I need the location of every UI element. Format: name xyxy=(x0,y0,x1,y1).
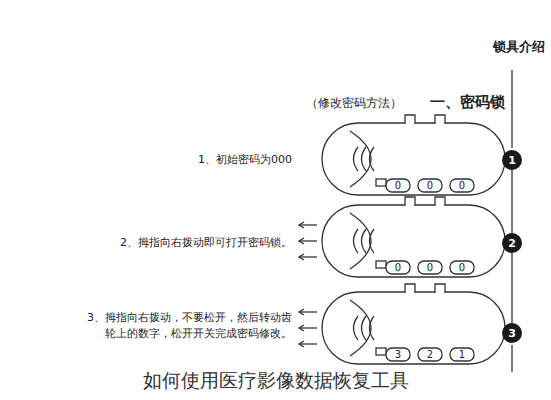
dial-wheel xyxy=(450,348,474,361)
step-circle: 3 xyxy=(502,323,522,343)
step-number: 3 xyxy=(508,327,516,340)
push-arrow-head xyxy=(299,325,304,331)
dial-digit: 0 xyxy=(422,261,438,274)
lock-cap xyxy=(350,300,371,356)
grip-arc xyxy=(370,316,375,340)
lock-body xyxy=(322,205,505,277)
dial-wheel xyxy=(386,348,410,361)
shackle-notch xyxy=(405,115,415,124)
step-circle: 1 xyxy=(502,150,522,170)
dial-wheel xyxy=(418,348,442,361)
dial-digit: 0 xyxy=(390,179,406,192)
grip-arc xyxy=(370,147,375,171)
step-text: 1、初始密码为000 xyxy=(150,152,292,167)
shackle-notch xyxy=(435,115,445,124)
dial-digit: 3 xyxy=(390,348,406,361)
connector xyxy=(512,170,513,233)
small-slot xyxy=(376,179,386,186)
grip-arc xyxy=(354,147,359,171)
section-subtitle: （修改密码方法） xyxy=(306,95,402,112)
step-number: 2 xyxy=(508,237,516,250)
small-slot xyxy=(376,348,386,355)
connector-line xyxy=(511,253,512,323)
lock-cap xyxy=(350,213,371,269)
push-arrow xyxy=(299,224,317,225)
dial-digit: 0 xyxy=(454,261,470,274)
push-arrow xyxy=(299,343,317,344)
lock-body xyxy=(322,123,505,195)
dial-digit: 0 xyxy=(454,179,470,192)
grip-arc xyxy=(354,229,359,253)
section-heading: 一、密码锁 xyxy=(430,93,505,112)
dial-digit: 1 xyxy=(454,348,470,361)
shackle-notch xyxy=(405,197,415,206)
push-arrow xyxy=(299,327,317,328)
step-text: 2、拇指向右拨动即可打开密码锁。 xyxy=(55,235,292,250)
push-arrow xyxy=(299,256,317,257)
shackle-notch xyxy=(405,284,415,293)
dial-digit: 2 xyxy=(422,348,438,361)
dial-digit: 0 xyxy=(390,261,406,274)
push-arrow-head xyxy=(299,254,304,260)
push-arrow-head xyxy=(299,341,304,347)
dial-wheel xyxy=(450,261,474,274)
push-arrow-head xyxy=(299,309,304,315)
grip-arc xyxy=(362,147,367,171)
push-arrow xyxy=(299,311,317,312)
grip-arc xyxy=(354,316,359,340)
grip-arc xyxy=(370,229,375,253)
step-circle: 2 xyxy=(502,233,522,253)
grip-arc xyxy=(362,316,367,340)
small-slot xyxy=(376,261,386,268)
lock-body xyxy=(322,292,505,364)
step-text: 3、拇指向右拨动，不要松开，然后转动齿轮上的数字，松开开关完成密码修改。 xyxy=(78,310,292,342)
side-line xyxy=(511,345,512,372)
lock-cap xyxy=(350,131,371,187)
grip-arc xyxy=(362,229,367,253)
dial-wheel xyxy=(450,179,474,192)
side-line xyxy=(511,70,512,148)
shackle-notch xyxy=(435,284,445,293)
connector-line xyxy=(511,170,512,233)
caption: 如何使用医疗影像数据恢复工具 xyxy=(0,368,551,394)
dial-wheel xyxy=(418,179,442,192)
push-arrow-head xyxy=(299,222,304,228)
dial-wheel xyxy=(386,179,410,192)
push-arrow-head xyxy=(299,238,304,244)
push-arrow xyxy=(299,240,317,241)
page-title: 锁具介绍 xyxy=(493,38,545,56)
connector xyxy=(512,253,513,323)
dial-wheel xyxy=(386,261,410,274)
step-number: 1 xyxy=(508,154,516,167)
dial-wheel xyxy=(418,261,442,274)
dial-digit: 0 xyxy=(422,179,438,192)
shackle-notch xyxy=(435,197,445,206)
